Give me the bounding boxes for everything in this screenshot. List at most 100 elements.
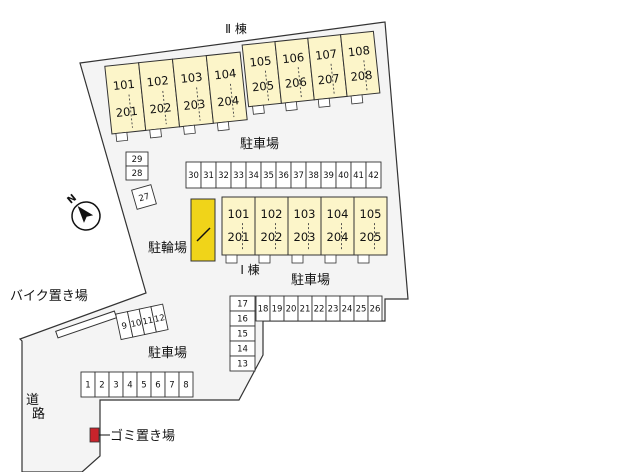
unit-number-lower: 201 [115, 104, 138, 120]
parking-label-upper: 駐車場 [240, 137, 279, 152]
parking-space-outline [125, 165, 149, 181]
parking-space-number: 10 [130, 318, 143, 330]
parking-space-number: 14 [237, 345, 248, 355]
unit-outline [221, 196, 256, 256]
unit-number-upper: 104 [327, 207, 349, 221]
parking-space: 14 [229, 340, 256, 357]
parking-space-number: 8 [183, 381, 188, 391]
compass-north-label: N [65, 193, 78, 207]
garbage-area [89, 427, 100, 443]
unit-outline [205, 51, 248, 124]
bicycle-parking-area [190, 198, 216, 262]
parking-space: 17 [229, 295, 256, 312]
parking-space: 26 [367, 295, 383, 322]
parking-space-number: 3 [113, 381, 118, 391]
parking-space-outline [178, 371, 194, 398]
parking-space: 42 [365, 161, 382, 189]
unit-porch [149, 128, 162, 139]
parking-space-outline [365, 161, 382, 189]
parking-space-number: 19 [272, 305, 283, 315]
unit-number-lower: 204 [217, 93, 240, 109]
parking-space: 2 [94, 371, 110, 398]
parking-space-number: 7 [169, 381, 174, 391]
parking-space-number: 32 [218, 171, 229, 181]
compass-needle [77, 206, 94, 223]
unit-outline [353, 196, 388, 256]
parking-space-number: 17 [237, 300, 248, 310]
compass-rose: N [65, 193, 101, 231]
parking-space-number: 20 [286, 305, 297, 315]
parking-space: 39 [320, 161, 337, 189]
parking-space: 18 [255, 295, 271, 322]
building-2-label: Ⅱ 棟 [225, 21, 247, 36]
parking-space-number: 9 [121, 321, 128, 332]
parking-space: 8 [178, 371, 194, 398]
parking-space-number: 29 [132, 155, 143, 165]
bicycle-parking-label: 駐輪場 [148, 240, 187, 256]
parking-space: 22 [311, 295, 327, 322]
parking-space-number: 38 [308, 171, 319, 181]
parking-space-number: 24 [342, 305, 353, 315]
unit-porch [357, 254, 370, 264]
parking-space-number: 30 [188, 171, 199, 181]
parking-space-number: 33 [233, 171, 244, 181]
unit-number-lower: 208 [350, 68, 373, 84]
unit-number-lower: 202 [149, 100, 172, 116]
parking-space: 6 [150, 371, 166, 398]
unit-stair-mark [162, 90, 167, 125]
unit-number-upper: 106 [282, 50, 305, 66]
unit-number-lower: 206 [284, 75, 307, 91]
parking-space: 13 [229, 355, 256, 372]
unit-porch [317, 97, 331, 108]
bike-parking-label: バイク置き場 [10, 289, 88, 304]
parking-space-number: 23 [328, 305, 339, 315]
bicycle-parking-pointer [196, 227, 211, 242]
unit-outline [340, 30, 381, 97]
parking-space-number: 22 [314, 305, 325, 315]
parking-label-lower: 駐車場 [148, 346, 187, 361]
parking-space-number: 11 [142, 316, 155, 328]
unit-stair-mark [363, 60, 368, 91]
unit-stair-mark [196, 87, 201, 121]
road-label-line1: 道 [26, 393, 39, 408]
parking-space: 27 [131, 184, 157, 210]
unit-block: 108 208 [340, 30, 381, 105]
unit-number-lower: 201 [228, 230, 250, 244]
parking-space: 1 [80, 371, 96, 398]
unit-porch [216, 121, 230, 132]
unit-porch [324, 254, 337, 264]
parking-space: 12 [150, 303, 169, 333]
unit-outline [320, 196, 355, 256]
unit-stair-mark [330, 63, 335, 94]
unit-porch [291, 254, 304, 264]
unit-number-lower: 203 [294, 230, 316, 244]
unit-number-upper: 103 [180, 70, 203, 86]
parking-space: 23 [325, 295, 341, 322]
parking-space: 33 [230, 161, 247, 189]
unit-number-upper: 108 [347, 43, 370, 59]
parking-space: 25 [353, 295, 369, 322]
parking-space: 30 [185, 161, 202, 189]
parking-space: 7 [164, 371, 180, 398]
parking-space-number: 27 [138, 192, 151, 205]
parking-space: 20 [283, 295, 299, 322]
unit-number-lower: 205 [251, 78, 274, 94]
unit-number-lower: 207 [317, 71, 340, 87]
unit-number-upper: 107 [314, 47, 337, 63]
parking-space: 24 [339, 295, 355, 322]
parking-space-number: 2 [99, 381, 104, 391]
